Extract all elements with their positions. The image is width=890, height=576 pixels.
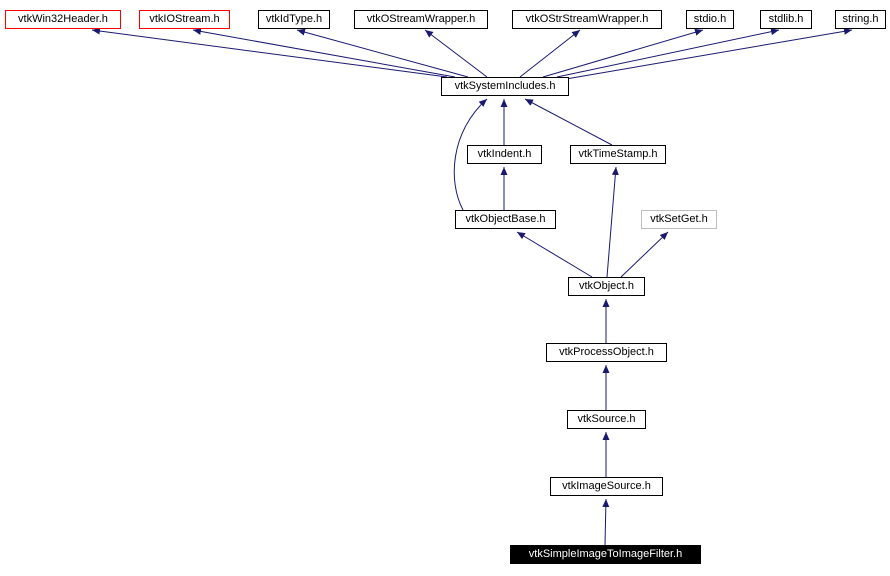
edge-systemincludes-string [565,27,853,80]
node-vtkobjectbase[interactable]: vtkObjectBase.h [455,210,556,229]
edge-systemincludes-ostreamwrapper [424,29,488,78]
node-vtksimpleimagetoimagefilter: vtkSimpleImageToImageFilter.h [510,545,701,564]
node-stdlib[interactable]: stdlib.h [760,10,812,29]
edge-systemincludes-stdlib [556,28,780,78]
edge-object-setget [620,231,669,278]
edge-object-objectbase [516,231,593,278]
node-vtkwin32header[interactable]: vtkWin32Header.h [5,10,121,29]
node-vtkobject[interactable]: vtkObject.h [568,277,645,296]
node-string[interactable]: string.h [835,10,886,29]
node-vtkidtype[interactable]: vtkIdType.h [258,10,330,29]
node-vtktimestamp[interactable]: vtkTimeStamp.h [570,145,666,164]
node-vtkostrstreamwrapper[interactable]: vtkOStrStreamWrapper.h [512,10,662,29]
edge-objectbase-systemincludes [453,98,488,211]
edge-simpleimagetoimagefilter-imagesource [602,498,610,546]
edge-systemincludes-win32header [91,27,448,78]
node-vtkindent[interactable]: vtkIndent.h [467,145,542,164]
node-vtksetget: vtkSetGet.h [641,210,717,229]
node-vtkiostream[interactable]: vtkIOStream.h [139,10,230,29]
edge-systemincludes-idtype [296,28,469,78]
node-vtksystemincludes[interactable]: vtkSystemIncludes.h [441,77,569,96]
node-vtkprocessobject[interactable]: vtkProcessObject.h [546,343,667,362]
node-vtkostreamwrapper[interactable]: vtkOStreamWrapper.h [354,10,488,29]
node-vtksource[interactable]: vtkSource.h [567,410,646,429]
edge-systemincludes-iostream [192,27,456,78]
edge-systemincludes-ostrstreamwrapper [519,29,581,78]
edge-timestamp-systemincludes [524,98,613,146]
edge-object-timestamp [606,166,619,278]
node-vtkimagesource[interactable]: vtkImageSource.h [550,477,663,496]
node-stdio[interactable]: stdio.h [686,10,734,29]
edge-systemincludes-stdio [542,28,704,78]
